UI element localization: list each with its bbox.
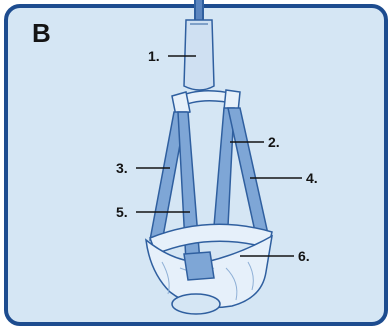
callout-2: 2.	[268, 135, 280, 149]
callout-5: 5.	[116, 205, 128, 219]
seat-pad	[184, 252, 214, 280]
leg-opening	[172, 294, 220, 314]
panel-letter: B	[32, 20, 51, 46]
callout-4: 4.	[306, 171, 318, 185]
callout-6: 6.	[298, 249, 310, 263]
top-clamp	[184, 20, 214, 90]
callout-1: 1.	[148, 49, 160, 63]
callout-3: 3.	[116, 161, 128, 175]
